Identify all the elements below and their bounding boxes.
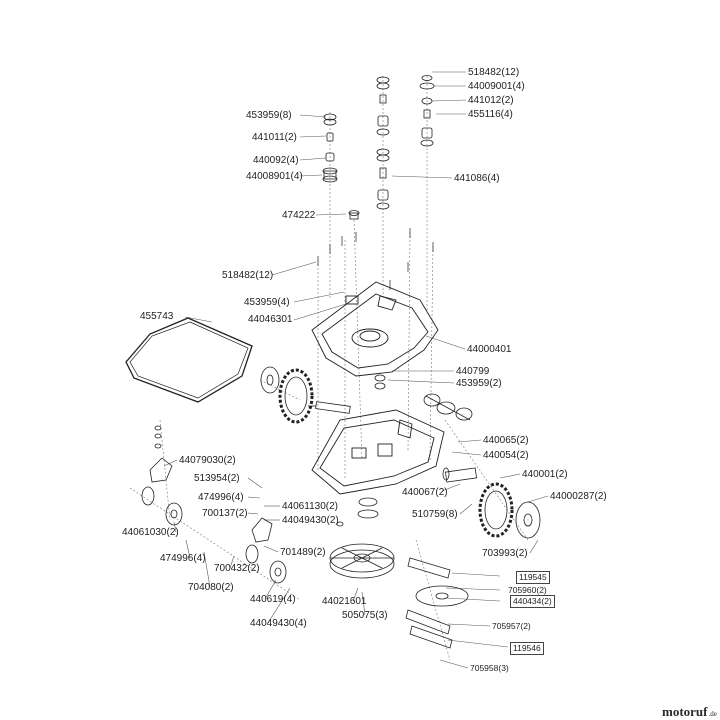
part-label: 703993(2) (482, 548, 528, 559)
part-label: 44049430(4) (250, 618, 307, 629)
part-label: 505075(3) (342, 610, 388, 621)
drive-shaft (442, 467, 478, 483)
part-label: 518482(12) (468, 67, 520, 78)
caster-upper (141, 425, 183, 526)
part-label: 44009001(4) (468, 81, 525, 92)
part-label: 474996(4) (198, 492, 244, 503)
part-label: 440065(2) (483, 435, 529, 446)
wheel-left (260, 366, 314, 424)
part-label: 453959(4) (244, 297, 290, 308)
part-label: 704080(2) (188, 582, 234, 593)
part-label: 518482(12) (222, 270, 274, 281)
part-label: 441012(2) (468, 95, 514, 106)
part-label-boxed: 440434(2) (510, 595, 555, 608)
part-label: 440799 (456, 366, 490, 377)
part-label: 474996(4) (160, 553, 206, 564)
blade-disc (329, 543, 395, 579)
brand-logo: motoruf.de (662, 704, 717, 719)
spindle-stack-center (376, 76, 390, 210)
part-label: 705960(2) (508, 585, 547, 595)
part-label: 44049430(2) (282, 515, 339, 526)
caster-lower (245, 517, 287, 584)
part-label: 440067(2) (402, 487, 448, 498)
part-label: 44061030(2) (122, 527, 179, 538)
assembly-axes (129, 76, 529, 661)
spindle-stack-left (322, 113, 338, 183)
part-label: 700137(2) (202, 508, 248, 519)
part-label: 44000287(2) (550, 491, 607, 502)
part-label: 441086(4) (454, 173, 500, 184)
part-label: 701489(2) (280, 547, 326, 558)
part-label-boxed: 119545 (516, 571, 550, 584)
part-label: 440001(2) (522, 469, 568, 480)
screws (317, 228, 434, 290)
spindle-stack-right (419, 75, 435, 147)
part-label: 440092(4) (253, 155, 299, 166)
part-label: 705958(3) (470, 663, 509, 673)
small-parts (336, 374, 386, 527)
part-label: 705957(2) (492, 621, 531, 631)
gear-motor (423, 393, 473, 421)
part-label: 44061130(2) (282, 501, 338, 512)
wheel-right (478, 482, 541, 539)
gasket-frame (125, 317, 253, 403)
axle-left (308, 401, 351, 414)
part-label: 700432(2) (214, 563, 260, 574)
part-label: 455116(4) (468, 109, 513, 120)
part-label: 441011(2) (252, 132, 297, 143)
part-label: 44046301 (248, 314, 293, 325)
part-label: 44008901(4) (246, 171, 303, 182)
part-label: 510759(8) (412, 509, 458, 520)
part-label: 44079030(2) (179, 455, 236, 466)
leader-lines (163, 71, 549, 669)
upper-housing (311, 281, 439, 377)
knob-474222 (348, 210, 360, 220)
part-label: 474222 (282, 210, 316, 221)
part-label-boxed: 119546 (510, 642, 544, 655)
part-label: 44000401 (467, 344, 512, 355)
blade-plates (405, 557, 469, 649)
part-label: 513954(2) (194, 473, 240, 484)
part-label: 440054(2) (483, 450, 529, 461)
lower-chassis (311, 409, 445, 495)
part-label: 453959(8) (246, 110, 292, 121)
part-label: 455743 (140, 311, 174, 322)
part-label: 44021601 (322, 596, 367, 607)
part-label: 453959(2) (456, 378, 502, 389)
part-label: 440619(4) (250, 594, 296, 605)
